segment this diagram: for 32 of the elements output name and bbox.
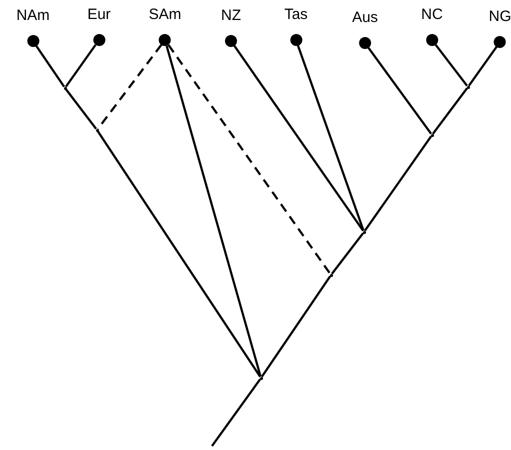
taxon-label: Tas [284,6,308,24]
branch-point [362,230,366,234]
branch-line [234,45,364,232]
branch-point [64,86,66,90]
taxon-label: NC [421,6,443,24]
branch-point [260,376,262,380]
branch-point [330,274,332,276]
branch-line [64,44,96,88]
dashed-branch-line [97,44,162,130]
branch-point [466,86,470,88]
branch-point [430,134,434,136]
taxon-label: SAm [148,6,182,24]
branch-line [368,47,432,134]
branch-line [364,136,432,232]
branch-point [96,128,98,132]
branch-line [434,44,468,86]
branch-line [65,88,97,130]
branch-line [166,45,262,377]
branch-line [260,276,332,378]
branch-line [296,45,365,231]
taxon-label: NAm [16,7,50,25]
branch-line [211,378,262,447]
branch-line [468,46,498,86]
taxon-label: NG [488,8,511,26]
taxon-label: Eur [87,6,111,24]
branch-line [331,232,364,274]
branch-line [35,45,66,88]
taxon-label: NZ [221,7,241,25]
branch-line [96,130,262,378]
taxon-label: Aus [352,9,378,27]
branch-line [432,88,468,134]
dashed-branch-line [168,44,332,274]
